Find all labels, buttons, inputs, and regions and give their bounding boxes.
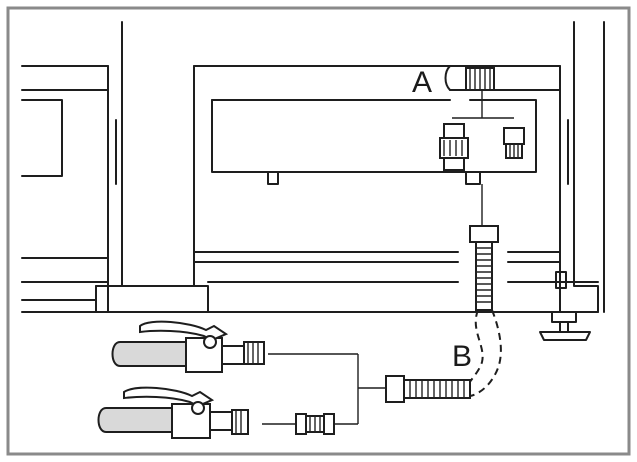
appliance-cabinet (21, 21, 605, 341)
label-b: B (452, 340, 472, 373)
shutoff-valve-lower (97, 386, 249, 439)
coupling-adapter (262, 413, 335, 435)
supply-hose (465, 184, 502, 397)
shutoff-valve-upper (111, 320, 265, 373)
horizontal-hose (268, 353, 471, 425)
label-a: A (412, 66, 432, 99)
diagram-frame (6, 6, 631, 456)
inlet-fitting-a (439, 65, 561, 171)
